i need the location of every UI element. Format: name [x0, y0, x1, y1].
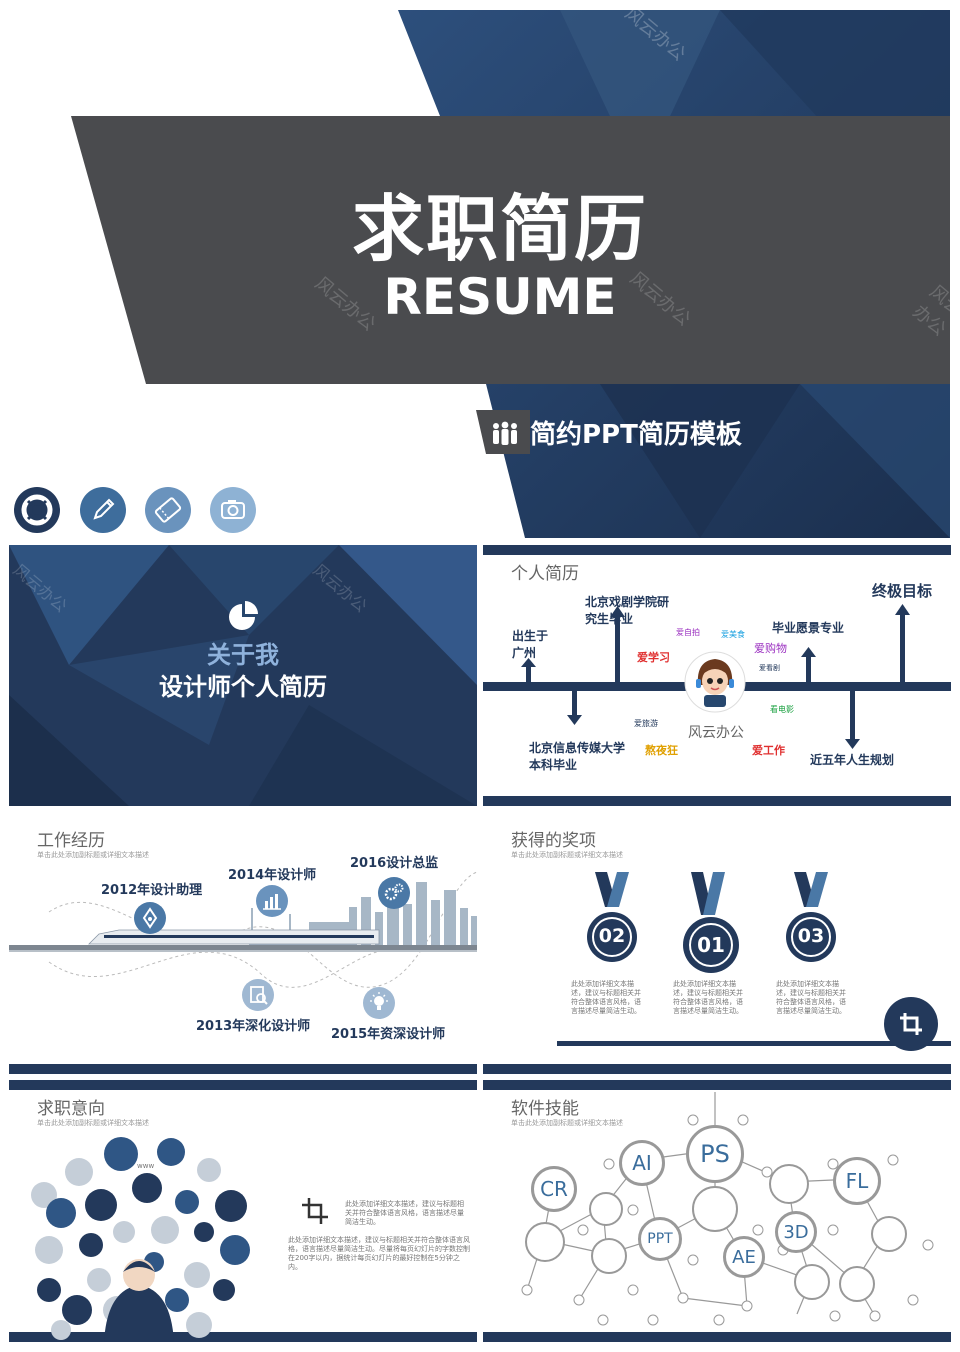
top-stripe: [9, 1080, 477, 1090]
slide-title: 获得的奖项: [511, 831, 596, 851]
cover-slide: 求职简历 RESUME 简约PPT简历模板 风云办公 风云办公 风云办公 风云办…: [0, 0, 960, 545]
skill-node: [769, 1164, 809, 1204]
about-line1: 关于我: [207, 641, 279, 669]
center-label: 风云办公: [688, 725, 744, 741]
hobby-drama: 爱看剧: [759, 664, 780, 672]
bottom-stripe: [483, 1332, 951, 1342]
crop-icon: [896, 1009, 926, 1039]
medal-number: 02: [598, 925, 626, 947]
top-stripe: [483, 1080, 951, 1090]
cover-subtitle: RESUME: [383, 268, 617, 326]
hobby-movie: 看电影: [770, 705, 794, 714]
work-item-2015: 2015年资深设计师: [331, 1027, 446, 1042]
slide-title: 求职意向: [37, 1099, 105, 1119]
hobby-shopping: 爱购物: [754, 642, 787, 655]
label-plan: 近五年人生规划: [810, 753, 895, 767]
slide-subtitle: 单击此处添加副标题或详细文本描述: [37, 1119, 149, 1127]
skill-ppt: PPT: [638, 1217, 682, 1261]
bar-chart-icon: [256, 885, 288, 917]
people-icon: [489, 418, 521, 450]
label-undergrad: 北京信息传媒大学 本科毕业: [529, 741, 626, 772]
skill-cr: CR: [531, 1166, 577, 1212]
bottom-stripe: [483, 796, 951, 806]
skill-ae: AE: [723, 1236, 765, 1278]
slide-title: 软件技能: [511, 1099, 579, 1119]
cover-background: [71, 10, 950, 538]
magnifier-icon: [242, 979, 274, 1011]
intent-text-1: 此处添加详细文本描述，建议与标题相关并符合整体语言风格，语言描述尽量简洁生动。: [345, 1200, 464, 1226]
bottom-stripe: [9, 1064, 477, 1074]
pie-chart-icon: [227, 600, 259, 632]
skill-node: [839, 1266, 875, 1302]
label-born: 出生于 广州: [512, 629, 549, 660]
icon-cloud: [31, 1137, 250, 1342]
skill-fl: FL: [833, 1157, 881, 1205]
bottom-stripe: [9, 1332, 477, 1342]
skill-node: [589, 1192, 623, 1226]
skill-ps: PS: [686, 1125, 744, 1183]
skill-node: [591, 1238, 627, 1274]
award-desc: 此处添加详细文本描述，建议与标题相关并符合整体语言风格，语言描述尽量简洁生动。: [673, 980, 743, 1015]
profile-slide: 个人简历 出生于 广州 北京信息传媒大学 本科毕业 北京戏剧学院研 究生毕业 毕…: [483, 545, 951, 806]
medals-graphic: [557, 872, 951, 1051]
skill-node: [692, 1186, 738, 1232]
hobby-latenight: 熬夜狂: [645, 744, 678, 757]
lifebuoy-icon: [14, 487, 60, 533]
avatar: [690, 655, 740, 709]
slide-subtitle: 单击此处添加副标题或详细文本描述: [511, 1119, 623, 1127]
medal-number: 03: [797, 925, 825, 947]
hobby-travel: 爱旅游: [634, 719, 658, 728]
pen-nib-icon: [134, 902, 166, 934]
about-background: [9, 545, 477, 806]
skill-node: [794, 1264, 830, 1300]
award-desc: 此处添加详细文本描述，建议与标题相关并符合整体语言风格，语言描述尽量简洁生动。: [571, 980, 641, 1015]
label-goal: 终极目标: [872, 582, 933, 600]
ticket-icon: [145, 487, 191, 533]
slide-title: 工作经历: [37, 831, 105, 851]
slide-title: 个人简历: [511, 564, 579, 584]
www-label: www: [137, 1162, 155, 1170]
gears-icon: [378, 877, 410, 909]
label-major: 毕业愿景专业: [772, 621, 845, 635]
intent-text-2: 此处添加详细文本描述，建议与标题相关并符合整体语言风格，语言描述尽量简洁生动。尽…: [288, 1236, 470, 1271]
crop-icon: [299, 1195, 331, 1227]
lightbulb-icon: [363, 987, 395, 1019]
work-item-2013: 2013年深化设计师: [196, 1019, 311, 1034]
skill-3d: 3D: [775, 1211, 817, 1253]
skill-ai: AI: [619, 1140, 665, 1186]
hobby-study: 爱学习: [637, 651, 670, 664]
bottom-stripe: [483, 1064, 951, 1074]
slide-subtitle: 单击此处添加副标题或详细文本描述: [511, 851, 623, 859]
cover-tagline: 简约PPT简历模板: [530, 420, 742, 450]
label-postgrad: 北京戏剧学院研 究生毕业: [585, 595, 670, 626]
skill-node: [525, 1222, 565, 1262]
skills-slide: 软件技能 单击此处添加副标题或详细文本描述: [483, 1080, 951, 1342]
work-item-2016: 2016设计总监: [350, 856, 439, 871]
hobby-selfie: 爱自拍: [676, 628, 700, 637]
work-item-2014: 2014年设计师: [228, 868, 317, 883]
hobby-food: 爱美食: [721, 630, 745, 639]
about-line2: 设计师个人简历: [159, 673, 327, 701]
intent-slide: 求职意向 单击此处添加副标题或详细文本描述: [9, 1080, 477, 1342]
work-item-2012: 2012年设计助理: [101, 883, 203, 898]
work-slide: 工作经历 单击此处添加副标题或详细文本描述: [9, 812, 477, 1074]
top-stripe: [483, 545, 951, 555]
camera-icon: [210, 487, 256, 533]
cover-title: 求职简历: [351, 187, 648, 271]
slide-subtitle: 单击此处添加副标题或详细文本描述: [37, 851, 149, 859]
medal-number: 01: [697, 933, 725, 957]
skill-node: [871, 1216, 907, 1252]
awards-slide: 获得的奖项 单击此处添加副标题或详细文本描述 02 01 03 此处添加详细文本…: [483, 812, 951, 1074]
pencil-icon: [80, 487, 126, 533]
award-desc: 此处添加详细文本描述，建议与标题相关并符合整体语言风格，语言描述尽量简洁生动。: [776, 980, 846, 1015]
hobby-work: 爱工作: [752, 744, 785, 757]
about-slide: 关于我 设计师个人简历 风云办公 风云办公: [9, 545, 477, 806]
